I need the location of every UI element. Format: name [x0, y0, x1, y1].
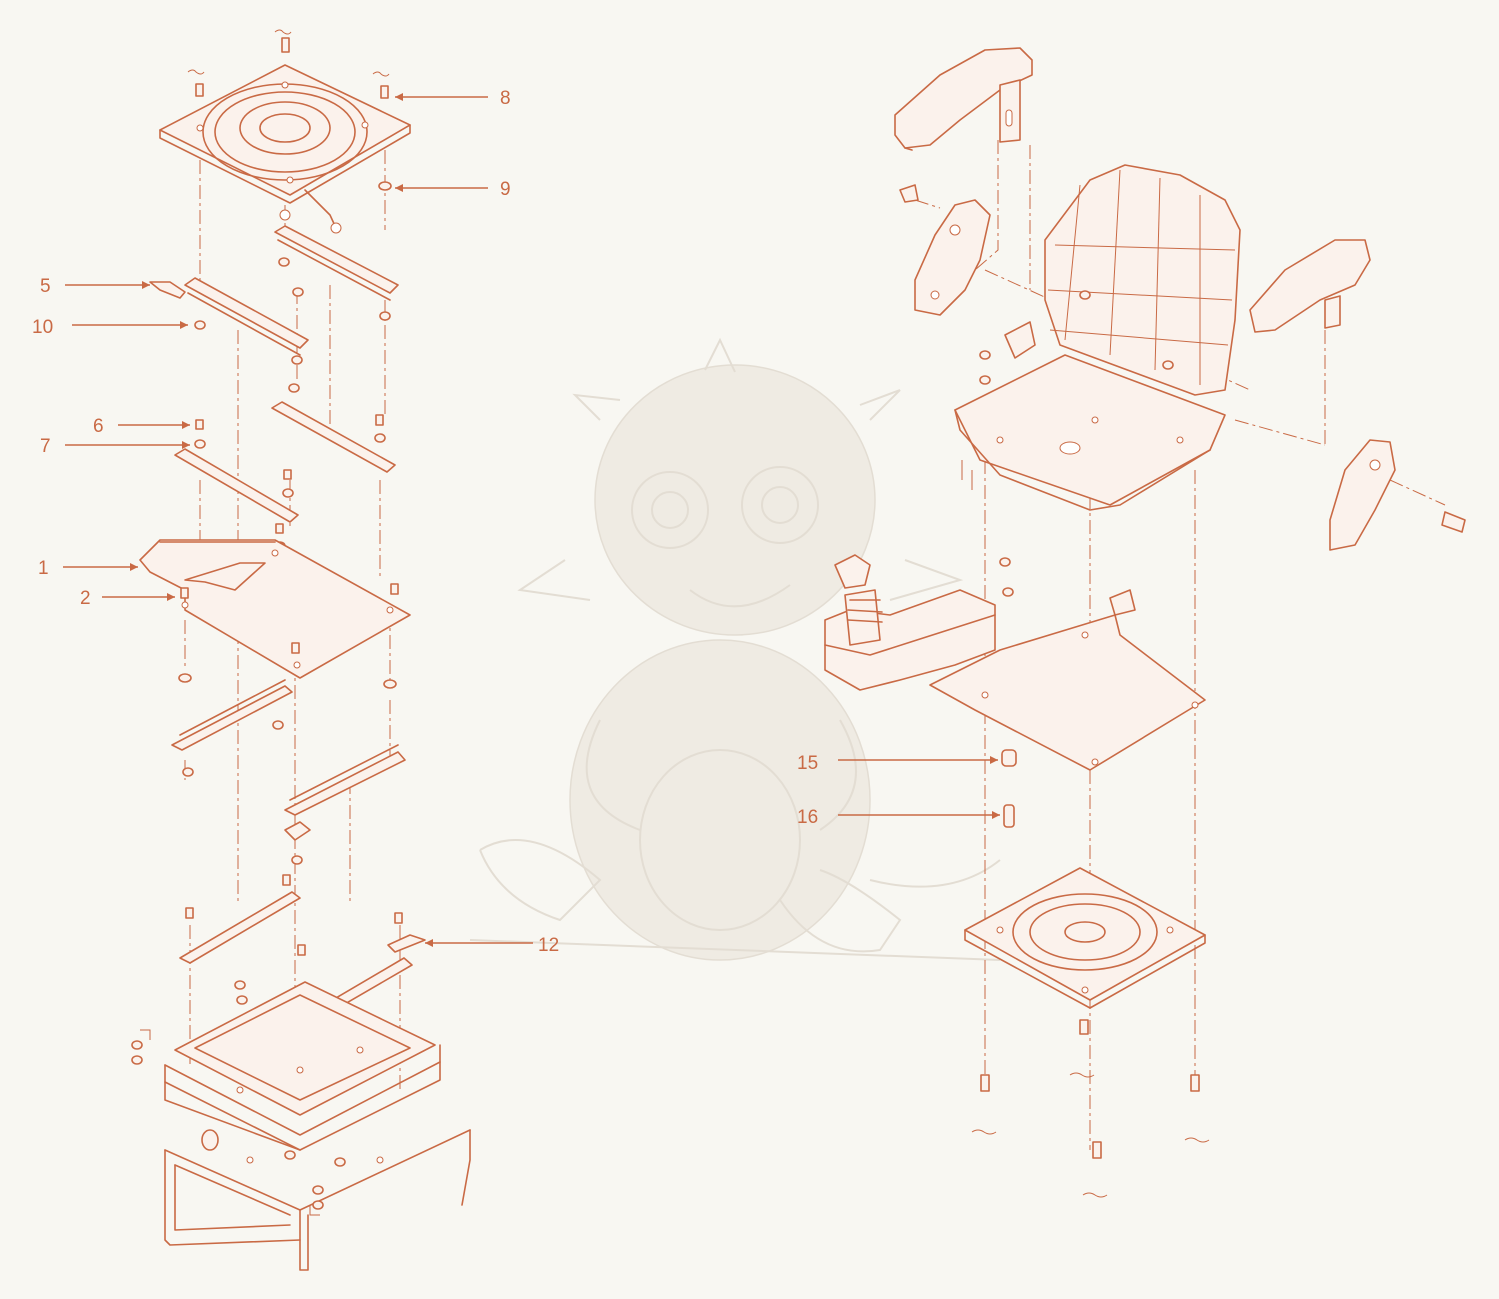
svg-text:16: 16 — [797, 807, 818, 828]
guide-rail-left — [174, 419, 299, 551]
seat-pan — [954, 290, 1226, 511]
swivel-plate-top — [159, 29, 411, 234]
svg-text:10: 10 — [32, 317, 53, 338]
slide-rail-lower-left — [171, 673, 397, 777]
control-console — [824, 554, 996, 691]
callout-16: 16 — [797, 807, 1000, 828]
adapter-plate — [139, 539, 411, 679]
svg-text:15: 15 — [797, 753, 818, 774]
slide-rail-upper-left — [149, 277, 309, 365]
callout-10: 10 — [32, 317, 188, 338]
swivel-plate-lower — [964, 867, 1210, 1198]
seat-base-cushion — [131, 980, 441, 1151]
armrest-bracket-right — [1329, 439, 1466, 551]
base-stand — [164, 1129, 471, 1271]
svg-text:9: 9 — [500, 179, 511, 200]
callout-7: 7 — [40, 436, 190, 457]
armrest-right — [1249, 239, 1371, 333]
callout-6: 6 — [93, 416, 190, 437]
svg-text:6: 6 — [93, 416, 104, 437]
svg-text:2: 2 — [80, 588, 91, 609]
armrest-left — [894, 47, 1033, 151]
svg-text:7: 7 — [40, 436, 51, 457]
callout-9: 9 — [395, 179, 511, 200]
svg-text:12: 12 — [538, 935, 559, 956]
callout-5: 5 — [40, 276, 150, 297]
callout-15: 15 — [797, 753, 998, 774]
console-mounting-plate — [929, 557, 1206, 771]
slide-rail-upper-right — [274, 225, 399, 321]
spacer-and-bolt — [1001, 749, 1017, 828]
svg-text:5: 5 — [40, 276, 51, 297]
seat-backrest — [1044, 164, 1241, 396]
slide-rail-lower-right — [284, 744, 406, 865]
svg-text:8: 8 — [500, 88, 511, 109]
callout-12: 12 — [425, 935, 559, 956]
svg-text:1: 1 — [38, 558, 49, 579]
callout-1: 1 — [38, 558, 138, 579]
watermark-mascot — [469, 337, 1001, 961]
callout-8: 8 — [395, 88, 511, 109]
callout-2: 2 — [80, 588, 175, 609]
guide-rail-right — [271, 383, 396, 473]
armrest-bracket-left — [899, 184, 991, 316]
